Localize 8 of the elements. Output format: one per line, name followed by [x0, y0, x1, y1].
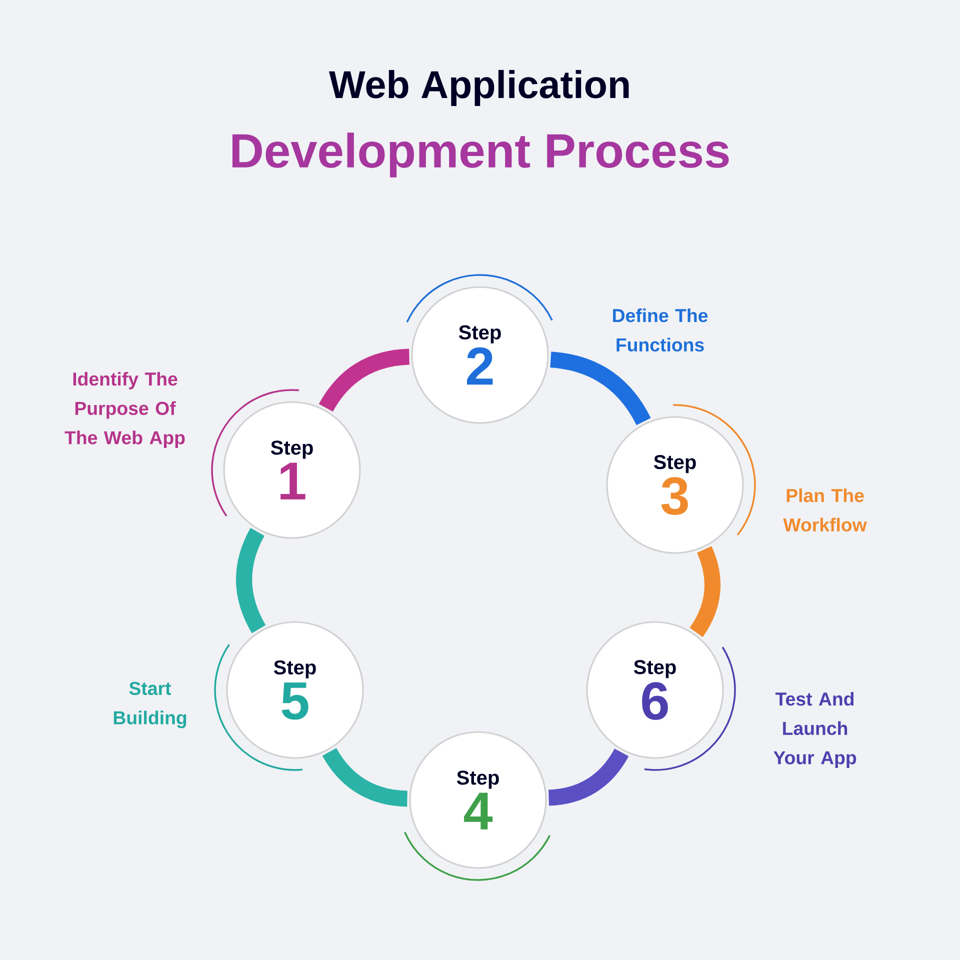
- step-label: Test And Launch Your App: [774, 692, 856, 768]
- step-label: Plan The Workflow: [783, 488, 867, 532]
- subtitle: Development Process: [232, 132, 729, 178]
- title: Web Application: [328, 70, 629, 106]
- step-label: Start Building: [114, 682, 186, 728]
- step-label: Define The Functions: [613, 308, 708, 352]
- step-label: Identify The Purpose Of The Web App: [64, 372, 185, 448]
- ring-segment: [550, 352, 651, 426]
